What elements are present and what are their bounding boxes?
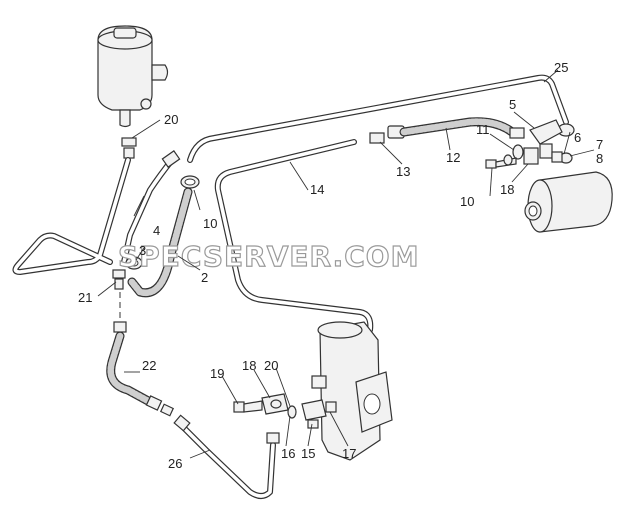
callout-22: 22 [142, 358, 156, 373]
callout-25: 25 [554, 60, 568, 75]
callout-7: 7 [596, 137, 603, 152]
callout-20-top: 20 [164, 112, 178, 127]
fitting-13 [369, 132, 385, 144]
tee-18-lower [261, 393, 289, 415]
elbow-fitting-5 [529, 119, 563, 159]
fitting-21 [112, 269, 126, 290]
callout-10-upper: 10 [203, 216, 217, 231]
callout-8: 8 [596, 151, 603, 166]
pipe-14 [214, 139, 374, 333]
hose-12 [387, 117, 525, 139]
callout-5: 5 [509, 97, 516, 112]
reservoir-nut [121, 137, 137, 159]
leader-lines [97, 69, 595, 459]
fitting-6-7-8 [551, 151, 573, 164]
callout-18-lower: 18 [242, 358, 256, 373]
callout-14: 14 [310, 182, 324, 197]
callouts: 20 2 3 4 5 6 7 8 10 10 11 12 13 14 15 16… [78, 60, 603, 471]
callout-18-right: 18 [500, 182, 514, 197]
clamp-3 [125, 256, 143, 270]
clamp-10-upper [180, 175, 200, 189]
steering-pump [524, 171, 613, 233]
hose-22 [106, 321, 175, 417]
callout-21: 21 [78, 290, 92, 305]
callout-4: 4 [153, 223, 160, 238]
hose-2 [127, 187, 193, 298]
callout-26: 26 [168, 456, 182, 471]
callout-16: 16 [281, 446, 295, 461]
return-pipe [121, 150, 181, 265]
suction-pipe-4 [12, 157, 131, 275]
callout-17: 17 [342, 446, 356, 461]
steering-gear [311, 321, 393, 461]
callout-2: 2 [201, 270, 208, 285]
bolt-10-right [485, 154, 517, 169]
tee-15-17 [301, 399, 337, 429]
pipe-25 [187, 74, 575, 163]
callout-6: 6 [574, 130, 581, 145]
callout-3: 3 [139, 243, 146, 258]
washer-20-lower [287, 405, 297, 419]
block-18-right [523, 147, 539, 165]
callout-20-lower: 20 [264, 358, 278, 373]
callout-19: 19 [210, 366, 224, 381]
oil-reservoir [97, 25, 169, 128]
callout-13: 13 [396, 164, 410, 179]
callout-11: 11 [476, 122, 490, 137]
callout-10-right: 10 [460, 194, 474, 209]
bolt-19 [233, 400, 263, 413]
pipe-26 [173, 414, 280, 499]
washer-11 [512, 144, 524, 160]
watermark: SPECSERVER.COM [118, 240, 419, 273]
callout-12: 12 [446, 150, 460, 165]
callout-15: 15 [301, 446, 315, 461]
